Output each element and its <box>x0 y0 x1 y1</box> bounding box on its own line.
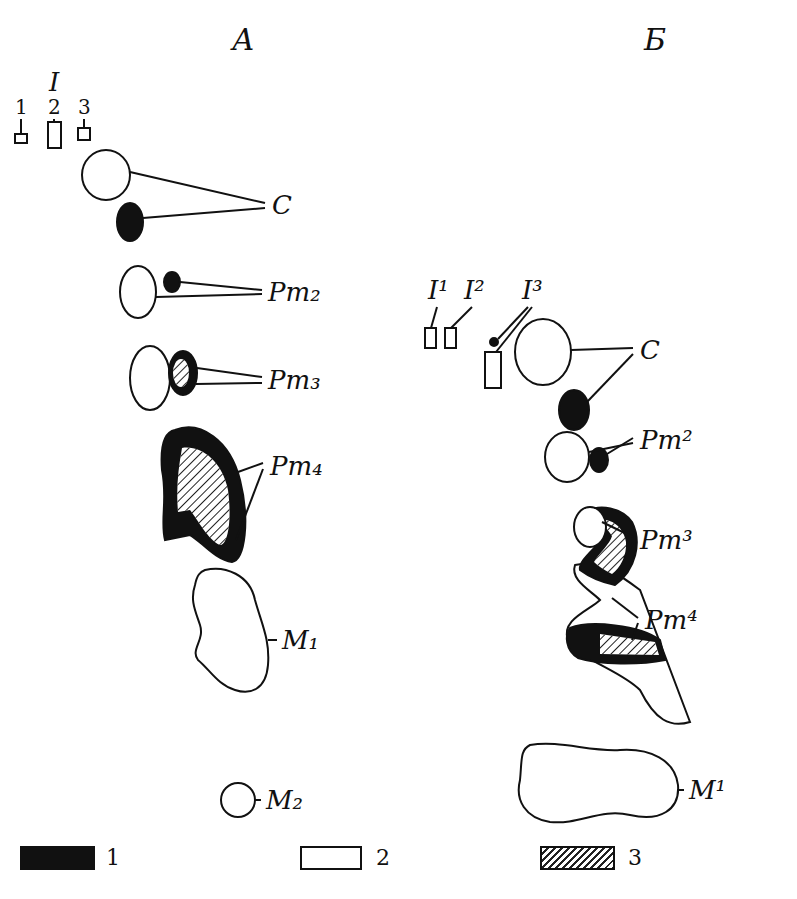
leader-line <box>196 383 262 384</box>
leader-line <box>53 119 55 122</box>
leader-line <box>156 294 262 297</box>
tooth-outline <box>574 507 606 547</box>
leader-line <box>602 522 633 537</box>
leader-line <box>431 307 437 328</box>
tooth-label: M¹ <box>689 777 726 803</box>
incisor-outline <box>78 128 90 140</box>
tooth-label: I² <box>464 277 485 303</box>
leader-line <box>83 119 85 128</box>
tooth-outline <box>130 346 170 410</box>
leader-line <box>236 469 263 540</box>
tooth-hatch-ground <box>173 359 189 387</box>
tooth-label: Pm₂ <box>268 279 321 305</box>
tooth-black <box>164 272 180 292</box>
tooth-black <box>162 427 246 562</box>
tooth-label: I <box>49 69 59 95</box>
leader-line <box>20 119 22 134</box>
tooth-outline <box>567 564 690 724</box>
leader-line <box>612 598 638 618</box>
leader-line <box>238 463 263 472</box>
tooth-black <box>169 351 197 395</box>
leader-line <box>255 799 261 801</box>
leader-line <box>451 307 472 328</box>
tooth-hatch-ground <box>600 634 659 655</box>
legend-text: 3 <box>628 847 642 869</box>
legend-text: 2 <box>376 847 390 869</box>
tooth-label: C <box>640 337 660 363</box>
leader-line <box>268 639 277 641</box>
tooth-label: I¹ <box>428 277 449 303</box>
incisor-outline <box>425 328 436 348</box>
tooth-label: Pm₃ <box>268 367 321 393</box>
molar-outline <box>519 744 678 823</box>
molar-outline <box>221 783 255 817</box>
tooth-label: I³ <box>522 277 543 303</box>
tooth-hatch <box>173 359 189 387</box>
tooth-black <box>490 338 498 346</box>
tooth-black <box>117 203 143 241</box>
leader-line <box>571 348 633 350</box>
tooth-label: А <box>232 25 255 55</box>
leader-line <box>632 623 638 640</box>
leader-line <box>678 789 684 791</box>
tooth-label: C <box>272 192 292 218</box>
incisor-outline <box>48 122 61 148</box>
tooth-label: M₂ <box>266 787 303 813</box>
leader-line <box>624 543 633 558</box>
tooth-black <box>559 390 589 430</box>
tooth-label: Б <box>644 25 666 55</box>
molar-outline <box>193 569 268 692</box>
leader-line <box>130 172 265 203</box>
tooth-hatch-ground <box>177 448 229 545</box>
leader-line <box>143 208 265 218</box>
legend-swatch <box>20 846 95 870</box>
callout-number: 3 <box>78 97 91 117</box>
tooth-outline <box>82 150 130 200</box>
incisor-outline <box>15 134 27 143</box>
leader-line <box>180 282 262 290</box>
leader-line <box>589 443 633 452</box>
incisor-outline <box>485 352 501 388</box>
legend-text: 1 <box>106 847 120 869</box>
legend-swatch <box>540 846 615 870</box>
tooth-hatch <box>177 448 229 545</box>
tooth-label: M₁ <box>282 627 319 653</box>
tooth-outline <box>515 319 571 385</box>
legend-swatch <box>300 846 362 870</box>
callout-number: 1 <box>15 97 28 117</box>
leader-line <box>197 368 262 377</box>
tooth-label: Pm³ <box>640 527 693 553</box>
tooth-label: Pm² <box>640 427 693 453</box>
leader-line <box>587 354 633 402</box>
tooth-outline <box>545 432 589 482</box>
callout-number: 2 <box>48 97 61 117</box>
tooth-outline <box>120 266 156 318</box>
tooth-label: Pm⁴ <box>645 607 698 633</box>
tooth-hatch <box>600 634 659 655</box>
tooth-label: Pm₄ <box>270 453 323 479</box>
incisor-outline <box>445 328 456 348</box>
